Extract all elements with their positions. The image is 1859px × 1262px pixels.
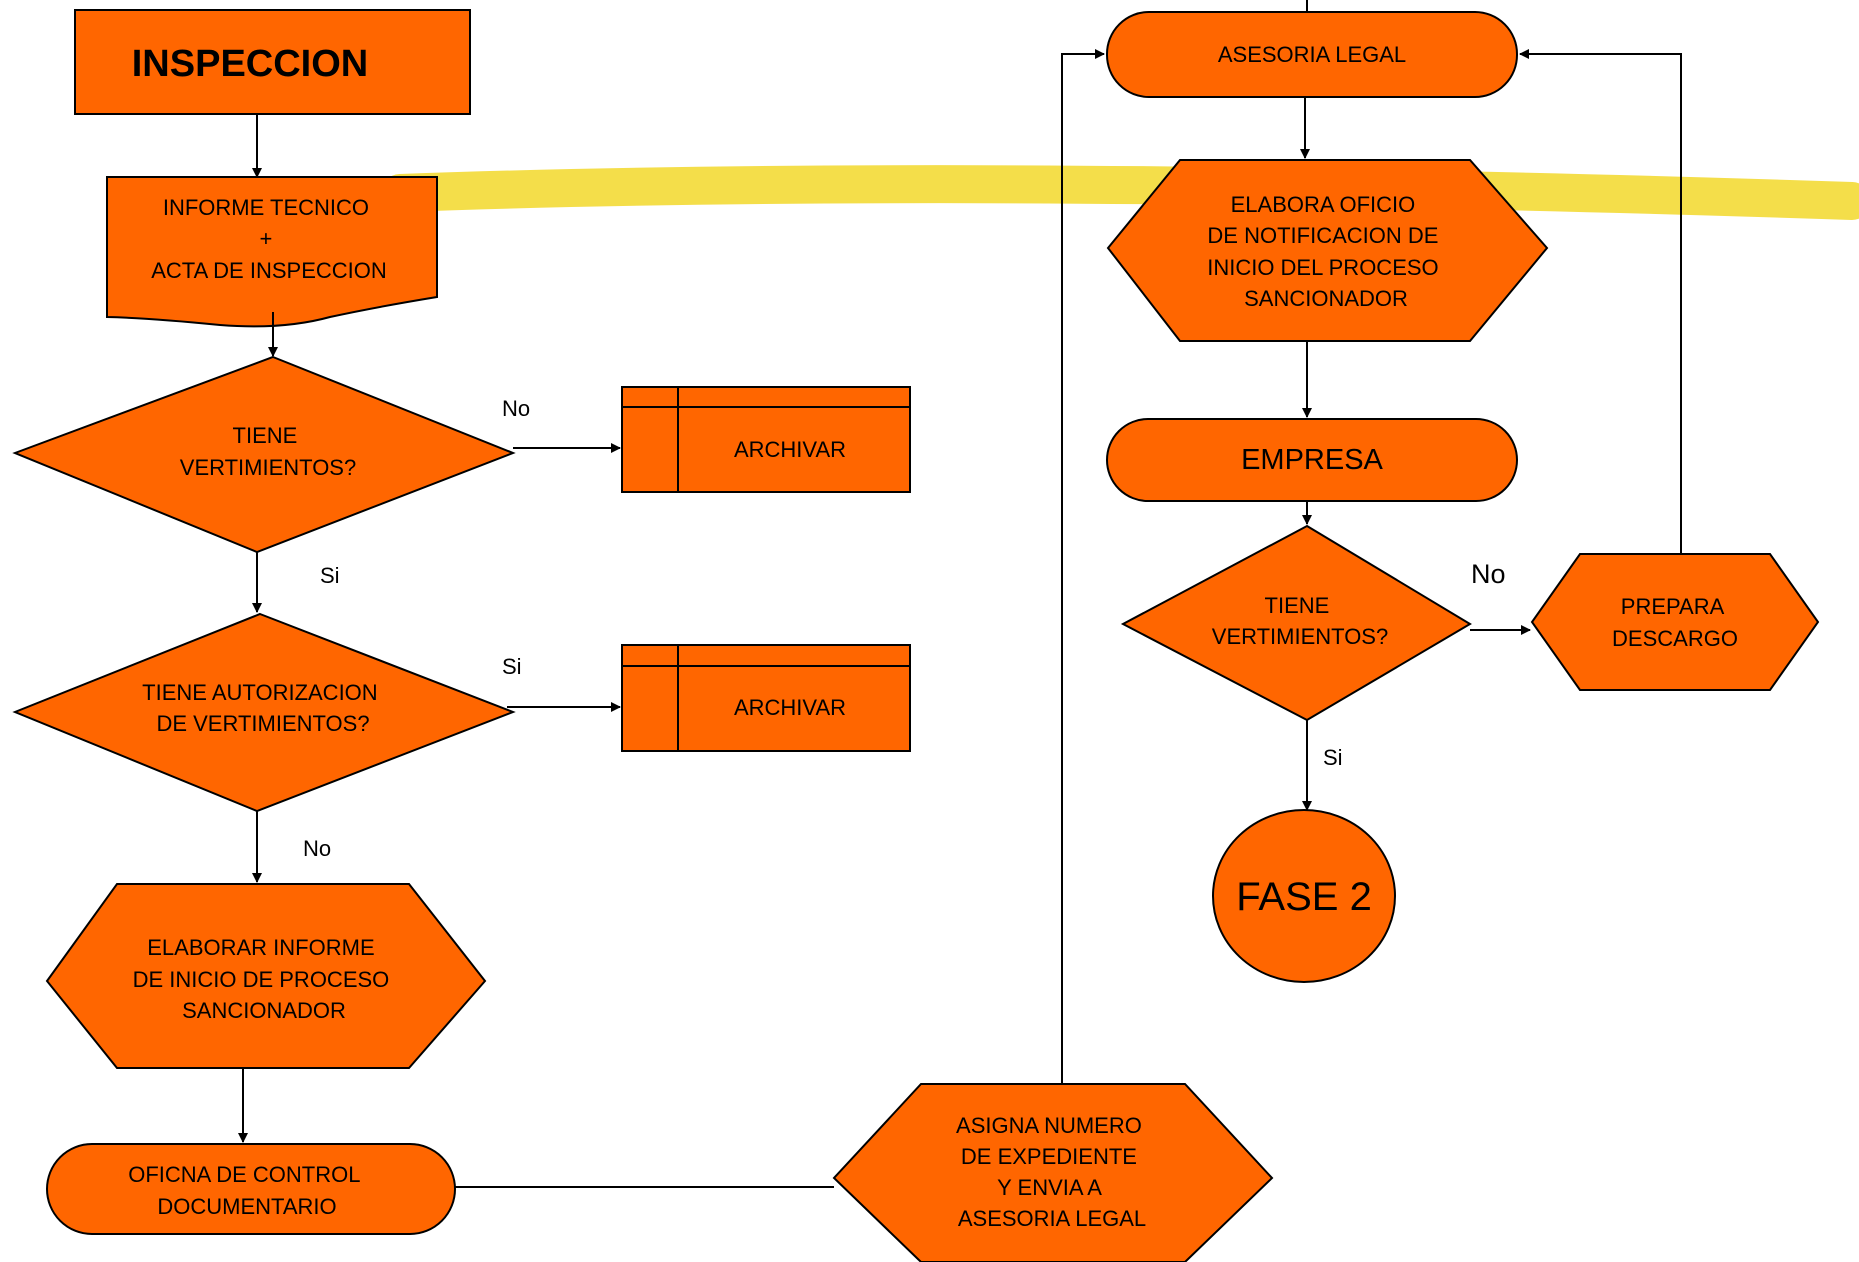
decision-vertimientos-1-label: TIENE VERTIMIENTOS?: [180, 423, 356, 480]
oficina-control-terminator: [46, 1143, 456, 1235]
edge-label-si-fase2: Si: [1323, 745, 1343, 770]
asigna-numero-hexagon: [832, 1083, 1274, 1262]
archivar-2-box: [621, 644, 911, 752]
elabora-oficio-label: ELABORA OFICIO DE NOTIFICACION DE INICIO…: [1207, 192, 1445, 311]
edge-label-no-continue-2: No: [303, 836, 331, 861]
edge-label-si-archivar-2: Si: [502, 654, 522, 679]
arrow-asigna-asesoria: [1061, 49, 1105, 1084]
edge-label-no-archivar-1: No: [502, 396, 530, 421]
decision-autorizacion-label: TIENE AUTORIZACION DE VERTIMIENTOS?: [142, 680, 384, 736]
edge-label-si-continue-1: Si: [320, 563, 340, 588]
informe-tecnico-label: INFORME TECNICO + ACTA DE INSPECCION: [151, 195, 387, 283]
asesoria-legal-label: ASESORIA LEGAL: [1218, 42, 1406, 67]
elaborar-informe-hexagon: [45, 883, 487, 1069]
archivar-1-label: ARCHIVAR: [734, 437, 846, 462]
highlighter-stroke: [381, 165, 1859, 220]
prepara-descargo-label: PREPARA DESCARGO: [1612, 594, 1738, 651]
empresa-label: EMPRESA: [1241, 444, 1383, 476]
arrow-descargo-asesoria: [1519, 49, 1682, 554]
prepara-descargo-hexagon: [1530, 553, 1820, 691]
fase-2-label: FASE 2: [1236, 875, 1372, 919]
decision-vertimientos-2-label: TIENE VERTIMIENTOS?: [1212, 593, 1388, 649]
informe-tecnico-document: [106, 176, 438, 328]
empresa-terminator: [1106, 418, 1518, 502]
inspeccion-box: [74, 9, 471, 115]
archivar-1-box: [621, 386, 911, 493]
elaborar-informe-label: ELABORAR INFORME DE INICIO DE PROCESO SA…: [133, 935, 396, 1023]
inspeccion-label: INSPECCION: [132, 43, 368, 85]
oficina-control-label: OFICNA DE CONTROL DOCUMENTARIO: [128, 1162, 366, 1219]
asesoria-legal-terminator: [1106, 11, 1518, 98]
fase-2-connector: [1212, 809, 1396, 983]
elabora-oficio-hexagon: [1106, 159, 1549, 342]
decision-vertimientos-2: [1120, 524, 1472, 722]
asigna-numero-label: ASIGNA NUMERO DE EXPEDIENTE Y ENVIA A AS…: [956, 1113, 1148, 1231]
archivar-2-label: ARCHIVAR: [734, 695, 846, 720]
edge-label-no-descargo: No: [1471, 559, 1506, 589]
